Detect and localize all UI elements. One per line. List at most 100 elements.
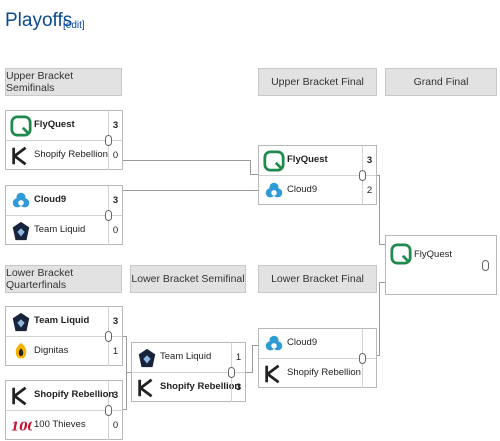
match-row-winner[interactable]: Shopify Rebellion 3 bbox=[132, 373, 245, 403]
team-name: Team Liquid bbox=[34, 315, 90, 326]
match-details-toggle[interactable] bbox=[228, 367, 235, 378]
match-row-team[interactable]: Cloud9 bbox=[259, 329, 376, 359]
team-score: 0 bbox=[108, 216, 122, 245]
connector-line bbox=[246, 372, 252, 373]
match-row-winner[interactable]: Team Liquid 3 bbox=[6, 307, 122, 337]
page-title: Playoffs bbox=[5, 10, 73, 31]
team-score: 0 bbox=[108, 141, 122, 170]
team-score: 3 bbox=[362, 146, 376, 175]
connector-line bbox=[252, 345, 253, 373]
connector-line bbox=[379, 282, 380, 356]
connector-line bbox=[123, 409, 127, 410]
connector-line bbox=[379, 244, 385, 245]
shopify-rebellion-logo-icon bbox=[134, 375, 159, 400]
header-lower-bracket-quarterfinals: Lower Bracket Quarterfinals bbox=[5, 265, 122, 293]
team-liquid-logo-icon bbox=[8, 309, 33, 334]
team-score: 3 bbox=[231, 373, 245, 402]
flyquest-logo-icon bbox=[388, 241, 413, 266]
connector-line bbox=[250, 174, 258, 175]
team-name: Shopify Rebellion bbox=[160, 381, 241, 392]
header-upper-bracket-final: Upper Bracket Final bbox=[258, 68, 377, 96]
match-row-winner[interactable]: Shopify Rebellion 3 bbox=[6, 381, 122, 411]
match-row-winner[interactable]: Cloud9 3 bbox=[6, 186, 122, 216]
cloud9-logo-icon bbox=[261, 178, 286, 203]
match-lower-quarterfinal-1: Team Liquid 3 Dignitas 1 bbox=[5, 306, 123, 366]
match-details-toggle[interactable] bbox=[105, 331, 112, 342]
match-row-team[interactable]: FlyQuest bbox=[386, 236, 496, 266]
match-upper-bracket-final: FlyQuest 3 Cloud9 2 bbox=[258, 145, 377, 205]
match-row-winner[interactable]: FlyQuest 3 bbox=[259, 146, 376, 176]
team-name: Dignitas bbox=[34, 345, 69, 356]
team-name: FlyQuest bbox=[287, 154, 328, 165]
team-name: Shopify Rebellion bbox=[34, 389, 115, 400]
match-row-winner[interactable]: FlyQuest 3 bbox=[6, 111, 122, 141]
team-name: 100 Thieves bbox=[34, 419, 86, 430]
team-name: FlyQuest bbox=[34, 119, 75, 130]
team-liquid-logo-icon bbox=[8, 218, 33, 243]
team-name: Team Liquid bbox=[34, 224, 86, 235]
match-row-loser[interactable]: Dignitas 1 bbox=[6, 337, 122, 367]
connector-line bbox=[379, 175, 380, 244]
match-row-loser[interactable]: Cloud9 2 bbox=[259, 176, 376, 206]
header-lower-bracket-semifinal: Lower Bracket Semifinal bbox=[130, 265, 246, 293]
match-row-team[interactable] bbox=[386, 266, 496, 296]
team-score: 1 bbox=[231, 343, 245, 372]
team-score: 3 bbox=[108, 186, 122, 215]
team-name: FlyQuest bbox=[414, 249, 453, 260]
team-score: 3 bbox=[108, 111, 122, 140]
match-upper-semifinal-1: FlyQuest 3 Shopify Rebellion 0 bbox=[5, 110, 123, 170]
team-name: Shopify Rebellion bbox=[287, 367, 361, 378]
match-lower-semifinal: Team Liquid 1 Shopify Rebellion 3 bbox=[131, 342, 246, 402]
team-name: Cloud9 bbox=[34, 194, 67, 205]
shopify-rebellion-logo-icon bbox=[8, 383, 33, 408]
svg-text:100: 100 bbox=[10, 419, 31, 433]
match-grand-final: FlyQuest bbox=[385, 235, 497, 295]
team-score: 2 bbox=[362, 176, 376, 205]
match-details-toggle[interactable] bbox=[105, 405, 112, 416]
flyquest-logo-icon bbox=[261, 148, 286, 173]
header-upper-bracket-semifinals: Upper Bracket Semifinals bbox=[5, 68, 122, 96]
flyquest-logo-icon bbox=[8, 113, 33, 138]
team-name: Cloud9 bbox=[287, 184, 318, 195]
team-name: Shopify Rebellion bbox=[34, 149, 108, 160]
connector-line bbox=[252, 345, 258, 346]
match-lower-bracket-final: Cloud9 Shopify Rebellion bbox=[258, 328, 377, 388]
connector-line bbox=[123, 190, 258, 191]
team-score bbox=[362, 359, 376, 388]
cloud9-logo-icon bbox=[261, 331, 286, 356]
header-grand-final: Grand Final bbox=[385, 68, 497, 96]
team-score: 1 bbox=[108, 337, 122, 366]
team-score: 0 bbox=[108, 411, 122, 440]
header-lower-bracket-final: Lower Bracket Final bbox=[258, 265, 377, 293]
100-thieves-logo-icon: 100 bbox=[8, 413, 33, 438]
match-details-toggle[interactable] bbox=[105, 210, 112, 221]
match-lower-quarterfinal-2: Shopify Rebellion 3 100 100 Thieves 0 bbox=[5, 380, 123, 440]
connector-line bbox=[379, 282, 385, 283]
match-row-loser[interactable]: Shopify Rebellion 0 bbox=[6, 141, 122, 171]
connector-line bbox=[377, 355, 379, 356]
connector-line bbox=[123, 160, 250, 161]
match-details-toggle[interactable] bbox=[359, 170, 366, 181]
dignitas-logo-icon bbox=[8, 339, 33, 364]
team-score: 3 bbox=[108, 381, 122, 410]
connector-line bbox=[250, 160, 251, 174]
cloud9-logo-icon bbox=[8, 188, 33, 213]
team-score bbox=[362, 329, 376, 358]
team-liquid-logo-icon bbox=[134, 345, 159, 370]
team-score: 3 bbox=[108, 307, 122, 336]
connector-line bbox=[123, 336, 126, 337]
match-row-loser[interactable]: Team Liquid 0 bbox=[6, 216, 122, 246]
match-row-team[interactable]: Shopify Rebellion bbox=[259, 359, 376, 389]
connector-line bbox=[126, 372, 131, 373]
match-details-toggle[interactable] bbox=[359, 353, 366, 364]
edit-link[interactable]: [edit] bbox=[63, 20, 85, 31]
connector-line bbox=[377, 175, 379, 176]
team-name: Cloud9 bbox=[287, 337, 318, 348]
match-details-toggle[interactable] bbox=[105, 135, 112, 146]
match-upper-semifinal-2: Cloud9 3 Team Liquid 0 bbox=[5, 185, 123, 245]
match-details-toggle[interactable] bbox=[482, 260, 489, 271]
match-row-loser[interactable]: Team Liquid 1 bbox=[132, 343, 245, 373]
team-name: Team Liquid bbox=[160, 351, 212, 362]
match-row-loser[interactable]: 100 100 Thieves 0 bbox=[6, 411, 122, 441]
shopify-rebellion-logo-icon bbox=[8, 143, 33, 168]
